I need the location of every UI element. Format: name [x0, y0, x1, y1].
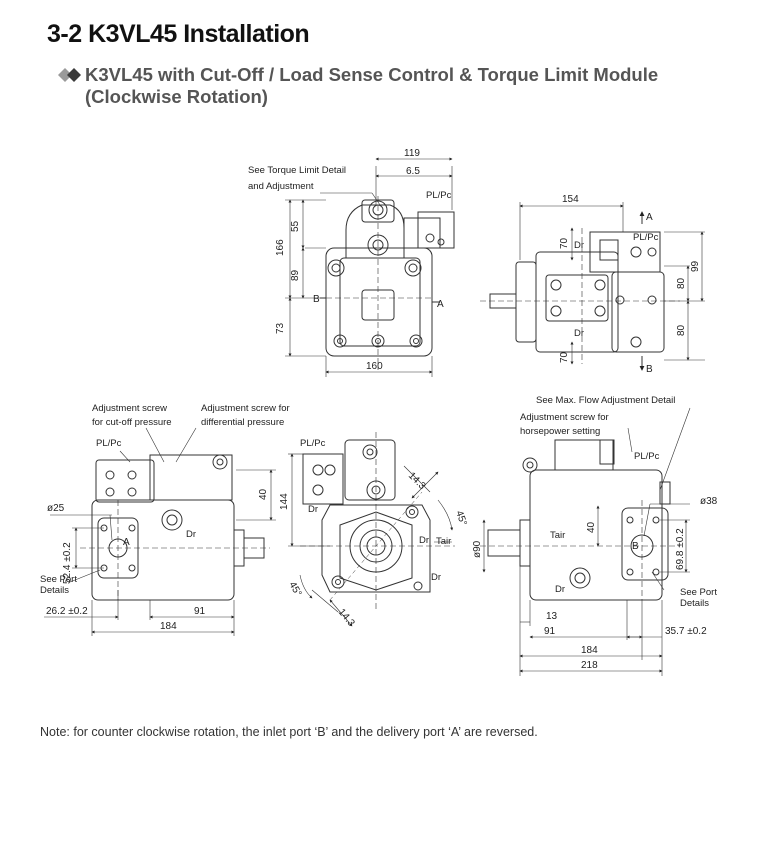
tair-label: Tair: [550, 530, 565, 541]
dim-45-right: 45°: [453, 509, 469, 527]
drain-label-3: Dr: [431, 572, 441, 583]
dim-89: 89: [290, 269, 301, 281]
callout-cutoff-screw-2: for cut-off pressure: [92, 417, 172, 428]
dim-45-left: 45°: [286, 580, 303, 599]
port-pl-pc-label: PL/Pc: [426, 190, 452, 201]
dim-154: 154: [562, 194, 579, 205]
dim-52-4: 52.4 ±0.2: [62, 542, 73, 584]
dim-73: 73: [275, 322, 286, 334]
footer-note: Note: for counter clockwise rotation, th…: [40, 725, 538, 739]
dim-91: 91: [544, 626, 556, 637]
callout-torque-limit-2: and Adjustment: [248, 181, 314, 192]
bottom-right-view-labels: See Max. Flow Adjustment Detail Adjustme…: [472, 395, 718, 671]
see-port-details: See Port: [40, 574, 77, 585]
dim-6-5: 6.5: [406, 166, 420, 177]
dim-218: 218: [581, 660, 598, 671]
dim-80-b: 80: [676, 324, 687, 336]
dim-69-8: 69.8 ±0.2: [675, 528, 686, 570]
callout-differential-screw: Adjustment screw for: [201, 403, 290, 414]
diamond-bullet-icon: [58, 68, 81, 82]
dim-14-3-top: 14.3: [406, 470, 428, 492]
callout-torque-limit: See Torque Limit Detail: [248, 165, 346, 176]
dim-14-3-bottom: 14.3: [336, 607, 357, 629]
port-a-label: A: [646, 212, 653, 223]
tair-label: Tair: [436, 536, 451, 547]
top-right-view: [480, 202, 705, 371]
dim-70-bottom: 70: [559, 351, 570, 363]
dim-166: 166: [275, 239, 286, 256]
bottom-right-view: [480, 407, 691, 676]
port-pl-pc-label: PL/Pc: [96, 438, 122, 449]
dim-13: 13: [546, 611, 558, 622]
subtitle-line-2: (Clockwise Rotation): [85, 86, 268, 107]
dim-160: 160: [366, 361, 383, 372]
port-pl-pc-label: PL/Pc: [300, 438, 326, 449]
dim-phi-38: ø38: [700, 496, 718, 507]
bottom-left-view: [44, 427, 276, 636]
see-port-details-2: Details: [40, 585, 69, 596]
dim-144: 144: [279, 493, 290, 510]
port-b-label: B: [632, 541, 639, 552]
bottom-middle-view-labels: PL/Pc Dr Dr Dr Tair 144 14.3 45° 14.3 45…: [279, 438, 469, 629]
callout-cutoff-screw: Adjustment screw: [92, 403, 167, 414]
dim-55: 55: [290, 220, 301, 232]
top-left-view-labels: 119 6.5 See Torque Limit Detail and Adju…: [248, 148, 452, 372]
drain-label-2: Dr: [574, 328, 584, 339]
bottom-middle-view: [288, 432, 455, 627]
see-port-details-2: Details: [680, 598, 709, 609]
dim-40: 40: [586, 521, 597, 533]
port-pl-pc-label: PL/Pc: [634, 451, 660, 462]
callout-differential-screw-2: differential pressure: [201, 417, 284, 428]
drain-label: Dr: [555, 584, 565, 595]
drain-label-2: Dr: [419, 535, 429, 546]
port-b-label: B: [313, 294, 320, 305]
dim-phi-25: ø25: [47, 503, 65, 514]
dim-phi-90: ø90: [472, 540, 483, 558]
dim-35-7: 35.7 ±0.2: [665, 626, 707, 637]
drain-label-1: Dr: [574, 240, 584, 251]
page-title: 3-2 K3VL45 Installation: [47, 20, 310, 48]
dim-80-a: 80: [676, 277, 687, 289]
callout-horsepower-screw-2: horsepower setting: [520, 426, 600, 437]
callout-max-flow: See Max. Flow Adjustment Detail: [536, 395, 675, 406]
dim-40: 40: [258, 488, 269, 500]
top-right-view-labels: 154 A B PL/Pc Dr Dr 70 70 80 99 80: [559, 194, 701, 375]
port-b-label: B: [646, 364, 653, 375]
bottom-left-view-labels: Adjustment screw for cut-off pressure Ad…: [40, 403, 290, 632]
dim-184: 184: [581, 645, 598, 656]
port-a-label: A: [437, 299, 444, 310]
dim-91: 91: [194, 606, 206, 617]
drain-label-1: Dr: [308, 504, 318, 515]
subtitle-line-1: K3VL45 with Cut-Off / Load Sense Control…: [85, 64, 659, 85]
top-left-view: [285, 157, 455, 377]
dim-26-2: 26.2 ±0.2: [46, 606, 88, 617]
dim-99: 99: [690, 260, 701, 272]
dim-184: 184: [160, 621, 177, 632]
drain-label: Dr: [186, 529, 196, 540]
callout-horsepower-screw: Adjustment screw for: [520, 412, 609, 423]
dim-70-top: 70: [559, 237, 570, 249]
port-pl-pc-label: PL/Pc: [633, 232, 659, 243]
dim-119: 119: [404, 148, 420, 159]
see-port-details: See Port: [680, 587, 717, 598]
port-a-label: A: [123, 537, 130, 548]
section-subtitle: K3VL45 with Cut-Off / Load Sense Control…: [58, 64, 658, 108]
